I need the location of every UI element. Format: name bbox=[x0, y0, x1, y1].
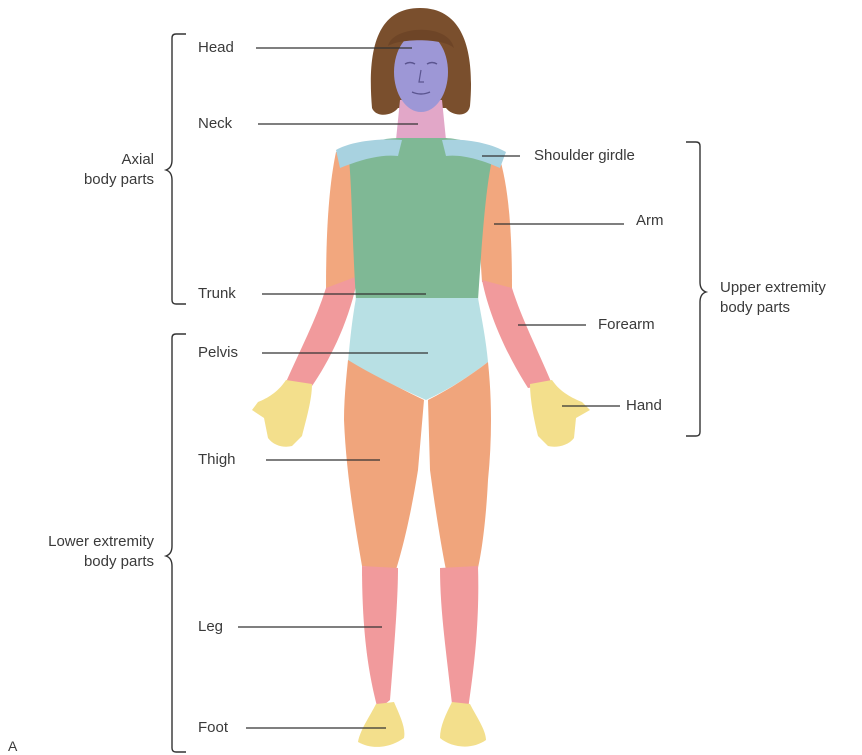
lower-extremity-bracket bbox=[166, 334, 186, 752]
label-forearm: Forearm bbox=[598, 317, 655, 333]
left-hand bbox=[252, 380, 312, 447]
right-leg-region bbox=[440, 566, 478, 710]
label-head: Head bbox=[198, 40, 234, 56]
label-shoulder-girdle: Shoulder girdle bbox=[534, 148, 635, 164]
label-trunk: Trunk bbox=[198, 286, 236, 302]
human-figure bbox=[252, 8, 590, 747]
group-lower-extremity: Lower extremity body parts bbox=[4, 532, 154, 572]
left-leg-region bbox=[362, 566, 398, 710]
label-thigh: Thigh bbox=[198, 452, 236, 468]
upper-extremity-bracket bbox=[686, 142, 706, 436]
group-upper-extremity: Upper extremity body parts bbox=[720, 278, 860, 318]
label-neck: Neck bbox=[198, 116, 232, 132]
right-hand bbox=[530, 380, 590, 447]
group-axial-line2: body parts bbox=[40, 170, 154, 190]
group-axial: Axial body parts bbox=[40, 150, 154, 190]
label-foot: Foot bbox=[198, 720, 228, 736]
right-forearm bbox=[482, 280, 552, 388]
group-upper-line1: Upper extremity bbox=[720, 278, 860, 298]
panel-letter: A bbox=[8, 738, 17, 754]
label-arm: Arm bbox=[636, 213, 664, 229]
group-lower-line2: body parts bbox=[4, 552, 154, 572]
group-axial-line1: Axial bbox=[40, 150, 154, 170]
label-pelvis: Pelvis bbox=[198, 345, 238, 361]
label-hand: Hand bbox=[626, 398, 662, 414]
group-upper-line2: body parts bbox=[720, 298, 860, 318]
axial-bracket bbox=[166, 34, 186, 304]
group-lower-line1: Lower extremity bbox=[4, 532, 154, 552]
label-leg: Leg bbox=[198, 619, 223, 635]
left-foot-region bbox=[358, 702, 404, 747]
trunk-region bbox=[348, 138, 494, 300]
right-foot-region bbox=[440, 702, 486, 747]
